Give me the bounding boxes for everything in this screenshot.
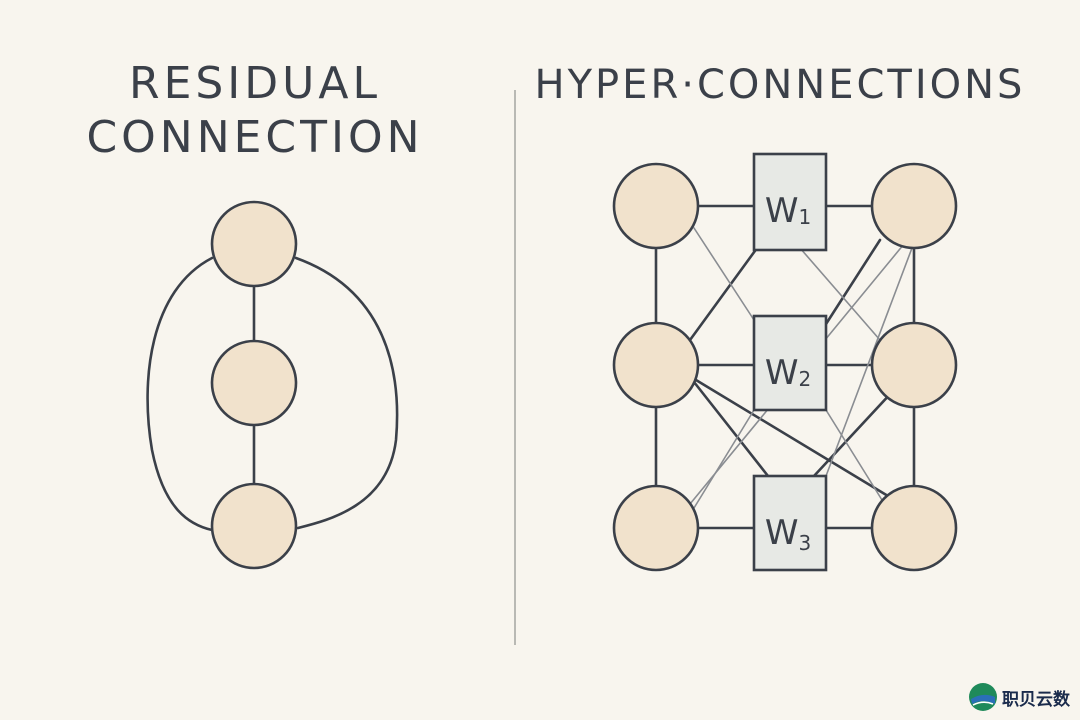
weight-box-3: W3 [752,474,828,572]
residual-diagram [146,256,399,532]
hyper-link-w2-left-3 [693,409,755,509]
weight-box-1: W1 [752,152,828,252]
hyper-node-left-2 [612,321,700,409]
residual-node-bottom [210,482,298,570]
hyper-node-right-1 [870,162,958,250]
residual-node-middle [210,339,298,427]
weight-label-2: W2 [765,353,811,393]
hyper-node-right-2 [870,321,958,409]
hyper-connections-title: HYPER·CONNECTIONS [534,62,1026,108]
residual-title-line-1: RESIDUAL [129,58,381,109]
weight-box-2: W2 [752,314,828,412]
weight-label-3: W3 [765,513,811,555]
hyper-link-w2-right-3 [825,409,883,501]
residual-nodes [210,200,298,570]
watermark-text: 职贝云数 [1002,689,1070,710]
hyper-diagram [654,204,916,530]
residual-skip-left [146,256,214,532]
residual-title-line-2: CONNECTION [86,112,424,163]
watermark: 职贝云数 [968,682,1070,712]
hyper-link-left-1-w2 [693,227,755,321]
hyper-cross-w3-right-2 [812,390,894,478]
weight-label-1: W1 [765,191,811,231]
hyper-cross-left-2-right-3 [694,378,890,498]
hyper-link-w1-right-2 [799,247,881,341]
hyper-nodes [612,162,958,572]
residual-node-top [210,200,298,288]
hyper-cross-left-2-w3 [692,380,770,478]
hyper-node-right-3 [870,484,958,572]
hyper-node-left-1 [612,162,700,250]
hyper-node-left-3 [612,484,700,572]
hyper-link-right-1-w3 [825,247,913,477]
residual-skip-right [294,256,399,530]
watermark-logo-icon [969,683,997,711]
hyper-cross-w1-left-2 [688,242,762,342]
hyper-cross-w2-right-1 [824,238,882,326]
